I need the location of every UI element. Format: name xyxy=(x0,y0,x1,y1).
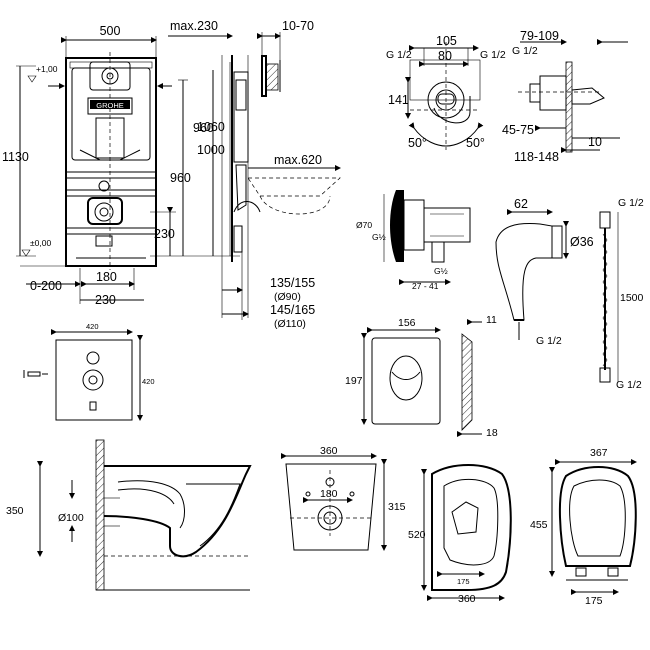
angle-left: 50° xyxy=(408,136,427,150)
dim-960-label: 960 xyxy=(170,171,191,185)
dim-pad-420-w: 420 xyxy=(86,322,99,331)
level-zero: ±0,00 xyxy=(30,238,51,248)
concealed-mixer-side: 79-109 G 1/2 45-75 118-148 10 xyxy=(502,29,628,164)
dim-197: 197 xyxy=(345,375,363,387)
flush-plate: 156 197 11 18 xyxy=(345,314,498,439)
dim-plan-360: 360 xyxy=(458,593,476,605)
dim-frame-width: 500 xyxy=(61,24,157,58)
dim-135-155: 135/155 xyxy=(270,276,315,290)
dim-105: 105 xyxy=(436,34,457,48)
sound-insulation-pad: 420 420 xyxy=(23,322,155,421)
thread-hose-top: G 1/2 xyxy=(618,197,644,209)
dim-d110: (Ø110) xyxy=(274,318,306,330)
dim-max-230: max.230 xyxy=(170,19,218,33)
thread-hose-bottom: G 1/2 xyxy=(616,379,642,391)
dim-frame-height: 1130 +1,00 ±0,00 xyxy=(2,64,66,267)
dim-1130: 1130 xyxy=(2,150,29,164)
brand-logo: GROHE xyxy=(96,101,124,110)
thread-right: G 1/2 xyxy=(480,49,506,61)
dim-pad-420-h: 420 xyxy=(142,377,155,386)
dim-118-148: 118-148 xyxy=(514,150,559,164)
dim-145-165: 145/165 xyxy=(270,303,315,317)
dim-230-bottom: 230 xyxy=(95,293,116,307)
toilet-seat: 367 455 175 xyxy=(530,447,637,607)
dim-0-200: 0-200 xyxy=(30,279,62,293)
dim-455: 455 xyxy=(530,519,548,531)
dim-62: 62 xyxy=(514,197,528,211)
hose-length: 1500 xyxy=(620,292,644,304)
dim-max-620: max.620 xyxy=(274,153,322,167)
dim-10-70: 10-70 xyxy=(282,19,314,33)
wc-bowl-plan-view: 175 520 360 xyxy=(408,464,512,605)
dim-27-41: 27 - 41 xyxy=(412,281,439,291)
dim-230-height: 230 xyxy=(154,227,175,241)
dim-180-bottom: 180 xyxy=(96,270,117,284)
thread-side: G 1/2 xyxy=(512,45,538,57)
dim-1060: 1060 xyxy=(197,120,225,134)
concealed-mixer-front: 105 80 G 1/2 G 1/2 141 50° 50° xyxy=(386,34,506,150)
dim-79-109: 79-109 xyxy=(520,29,559,43)
wc-bowl-side-section: Ø100 350 xyxy=(6,439,252,591)
angle-right: 50° xyxy=(466,136,485,150)
level-plus-one: +1,00 xyxy=(36,64,58,74)
dim-d90: (Ø90) xyxy=(274,291,301,303)
installation-frame-front-view: GROHE xyxy=(48,52,172,270)
dim-18: 18 xyxy=(486,427,498,439)
thread-g12-b: G½ xyxy=(434,266,448,276)
wc-bowl-back-view: 360 180 315 xyxy=(281,445,406,551)
installation-frame-side-view xyxy=(221,55,341,320)
dim-367: 367 xyxy=(590,447,608,459)
dim-plan-175: 175 xyxy=(457,577,470,586)
dim-seat-175: 175 xyxy=(585,595,603,607)
dim-frame-heights: 960 960 1000 1060 230 xyxy=(150,62,240,257)
thread-g12-a: G½ xyxy=(372,232,386,242)
dim-1000: 1000 xyxy=(197,143,225,157)
dim-d100: Ø100 xyxy=(58,512,84,524)
dim-side-view: max.230 10-70 max.620 135/155 (Ø90) 145/… xyxy=(168,19,341,330)
dim-d70: Ø70 xyxy=(356,220,372,230)
dim-45-75: 45-75 xyxy=(502,123,534,137)
dim-10: 10 xyxy=(588,135,602,149)
dim-350: 350 xyxy=(6,505,24,517)
dim-315: 315 xyxy=(388,501,406,513)
dim-frame-bottom: 0-200 180 230 xyxy=(26,268,144,307)
shower-hose: G 1/2 1500 G 1/2 xyxy=(599,197,644,391)
dim-500: 500 xyxy=(100,24,121,38)
dim-520: 520 xyxy=(408,529,426,541)
dim-960: 960 xyxy=(193,121,214,135)
dim-bowl-360: 360 xyxy=(320,445,338,457)
dim-156: 156 xyxy=(398,317,416,329)
thread-left: G 1/2 xyxy=(386,49,412,61)
wall-elbow: Ø70 G½ G½ 27 - 41 xyxy=(356,190,471,291)
dim-80: 80 xyxy=(438,49,452,63)
dim-bowl-180: 180 xyxy=(320,488,338,500)
hand-spray: 62 Ø36 G 1/2 xyxy=(495,197,594,347)
dim-d36: Ø36 xyxy=(570,235,594,249)
dim-141: 141 xyxy=(388,93,409,107)
dim-11: 11 xyxy=(486,314,497,326)
thread-spray: G 1/2 xyxy=(536,335,562,347)
